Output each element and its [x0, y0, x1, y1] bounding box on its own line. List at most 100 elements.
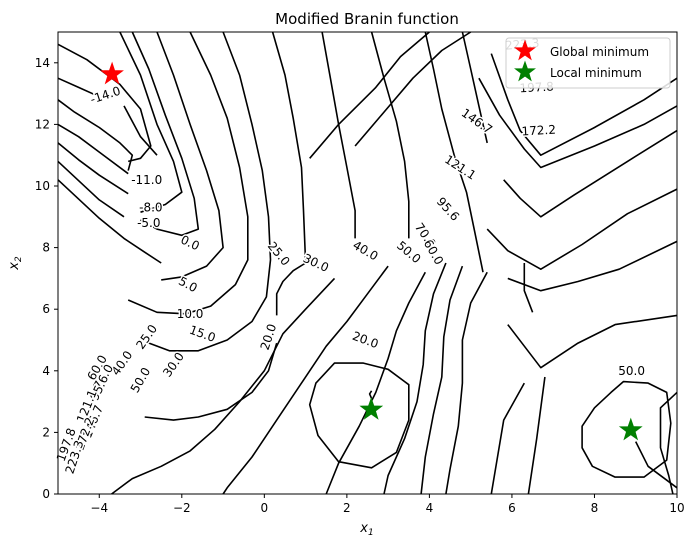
contour-label: 15.0 [187, 323, 217, 345]
contour-label: 50.0 [394, 238, 423, 266]
x-axis-ticks: −4 −2 0 2 4 6 8 10 [90, 494, 685, 515]
contour-line [507, 240, 678, 292]
x-tick-label: 2 [343, 501, 351, 515]
plot-frame [57, 31, 678, 495]
y-axis-label-base: x [7, 262, 22, 271]
contour-label: -14.0 [89, 84, 123, 107]
y-tick-label: 6 [42, 302, 50, 316]
contour-line [424, 31, 484, 273]
contour-lines [57, 31, 678, 495]
x-axis-label-base: x [359, 521, 368, 536]
contour-label: 20.0 [350, 329, 380, 351]
y-tick-label: 0 [42, 487, 50, 501]
contour-line [111, 277, 336, 495]
minimum-markers [100, 61, 643, 441]
y-axis-label-sub: 2 [14, 256, 24, 262]
x-tick-label: 4 [426, 501, 434, 515]
contour-line [490, 382, 525, 495]
contour-line [222, 265, 389, 495]
contour-line [368, 390, 373, 399]
contour-line-closed [581, 380, 672, 478]
contour-line [354, 31, 472, 147]
contour-line [445, 271, 488, 495]
y-tick-label: 12 [35, 117, 50, 131]
legend-label: Local minimum [550, 66, 642, 80]
contour-line [57, 77, 100, 98]
contour-label: 50.0 [128, 365, 153, 395]
x-tick-label: −2 [173, 501, 191, 515]
y-tick-label: 8 [42, 241, 50, 255]
contour-line [370, 31, 410, 239]
minimum-star-marker [359, 397, 384, 420]
x-axis-label: x1 [359, 521, 373, 538]
contour-line [57, 179, 162, 264]
contour-line [57, 123, 129, 175]
x-axis-label-sub: 1 [368, 528, 374, 538]
contour-label: 25.0 [133, 322, 160, 352]
contour-line [119, 31, 183, 213]
contour-labels: 223.3197.8172.2146.7121.195.670.060.050.… [52, 34, 646, 477]
x-tick-label: 10 [669, 501, 684, 515]
contour-line [144, 31, 272, 352]
x-tick-label: 8 [591, 501, 599, 515]
y-tick-label: 2 [42, 425, 50, 439]
contour-label: -11.0 [131, 173, 162, 187]
contour-line [659, 391, 678, 495]
contour-line [507, 314, 678, 369]
contour-label: 95.6 [434, 194, 462, 223]
contour-label: 0.0 [178, 233, 201, 254]
legend-label: Global minimum [550, 45, 649, 59]
minimum-star-marker [100, 61, 124, 85]
contour-label: 172.2 [521, 123, 556, 139]
y-axis-label: x2 [7, 256, 24, 271]
contour-line [478, 77, 678, 169]
contour-label: 121.1 [442, 152, 478, 182]
contour-label: 25.0 [265, 239, 293, 268]
contour-line [57, 43, 152, 163]
contour-line [527, 376, 546, 495]
contour-line [486, 188, 678, 270]
legend-star-icon [514, 60, 536, 82]
contour-line [57, 99, 134, 171]
contour-label: 10.0 [177, 307, 204, 321]
contour-label: 30.0 [160, 350, 187, 380]
contour-line [271, 31, 307, 316]
y-tick-label: 14 [35, 56, 50, 70]
contour-line [57, 142, 129, 195]
contour-line [131, 31, 200, 237]
chart-title: Modified Branin function [275, 10, 459, 28]
contour-label: 60.0 [421, 237, 446, 267]
contour-line [57, 160, 125, 218]
minimum-star-marker [618, 417, 643, 441]
legend-box [505, 37, 671, 89]
contour-line [123, 105, 158, 156]
y-tick-label: 10 [35, 179, 50, 193]
contour-line [420, 265, 464, 495]
contour-label: 30.0 [301, 251, 331, 275]
contour-line [309, 31, 430, 159]
x-tick-label: 0 [261, 501, 269, 515]
contour-line [325, 271, 427, 495]
contour-label: -8.0 [139, 201, 162, 215]
contour-line [156, 31, 224, 281]
contour-line [503, 129, 678, 218]
y-tick-label: 4 [42, 364, 50, 378]
contour-line-closed [308, 362, 410, 469]
contour-line [523, 263, 534, 313]
x-tick-label: −4 [90, 501, 108, 515]
contour-line [127, 31, 249, 315]
contour-label: -5.0 [137, 216, 160, 230]
x-tick-label: 6 [508, 501, 516, 515]
contour-line [490, 53, 678, 156]
y-axis-ticks: 0 2 4 6 8 10 12 14 [35, 56, 58, 501]
contour-line [383, 262, 447, 495]
contour-line [321, 31, 356, 239]
contour-label: 40.0 [350, 238, 380, 263]
contour-label: 146.7 [459, 106, 495, 137]
legend-star-icon [514, 39, 536, 61]
contour-line [634, 441, 678, 489]
contour-line [144, 342, 278, 421]
